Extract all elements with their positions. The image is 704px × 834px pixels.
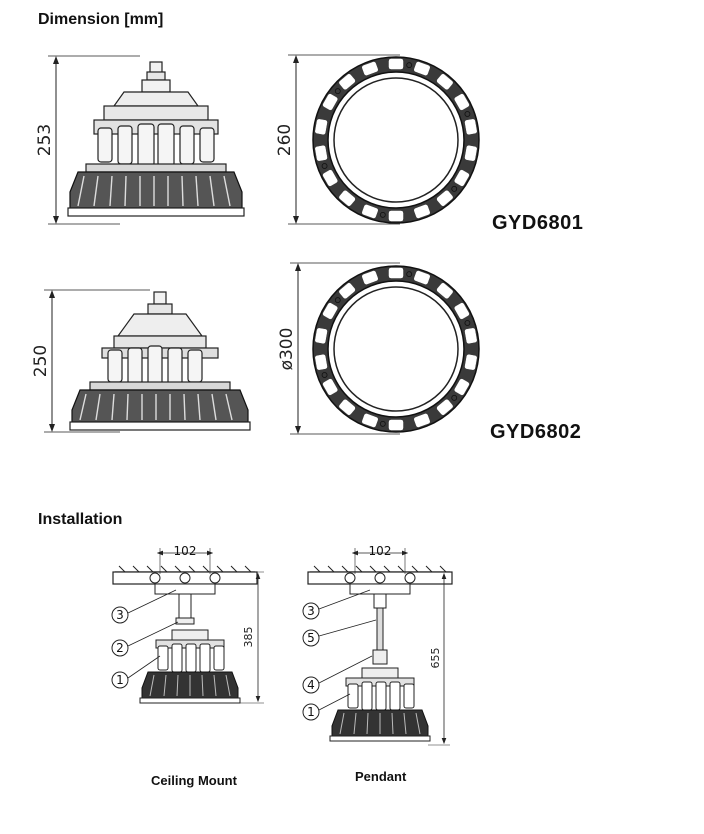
ceiling-mount-height-label: 385 [242,627,255,648]
gyd6802-height-dimension: 250 [31,289,150,433]
gyd6802-side-view [69,291,251,431]
svg-text:5: 5 [307,631,315,645]
svg-text:1: 1 [307,705,315,719]
ceiling-mount-caption: Ceiling Mount [151,773,237,788]
gyd6801-top-view [312,56,480,224]
model-name-gyd6801: GYD6801 [492,212,584,234]
gyd6802-top-view [312,265,480,433]
ceiling-mount-callout-3: 3 [111,589,177,624]
pendant-caption: Pendant [355,769,407,784]
gyd6801-width-dimension: 260 [275,54,400,225]
pendant-bracket-label: 102 [369,544,392,558]
pendant-drawing: 102 655 3 5 4 1 [302,544,453,746]
gyd6802-width-dimension: ø300 [277,262,400,435]
ceiling-mount-bracket-label: 102 [174,544,197,558]
ceiling-mount-drawing: 102 385 3 2 1 [111,544,264,704]
svg-text:3: 3 [307,604,315,618]
dimension-heading: Dimension [mm] [38,11,164,28]
svg-text:2: 2 [116,641,124,655]
gyd6801-height-dimension: 253 [35,55,140,225]
pendant-height-label: 655 [429,648,442,669]
svg-text:4: 4 [307,678,315,692]
ceiling-mount-callout-2: 2 [111,621,179,657]
gyd6802-height-label: 250 [31,345,51,377]
installation-heading: Installation [38,511,123,528]
pendant-callout-1: 1 [302,693,351,721]
gyd6801-height-label: 253 [35,124,55,156]
model-name-gyd6802: GYD6802 [490,421,582,443]
ceiling-mount-callout-1: 1 [111,655,161,689]
gyd6802-width-label: ø300 [277,328,297,371]
pendant-callout-4: 4 [302,655,373,694]
pendant-callout-3: 3 [302,589,371,620]
pendant-callout-5: 5 [302,619,377,647]
gyd6801-side-view [67,61,245,217]
gyd6801-width-label: 260 [275,124,295,156]
svg-text:1: 1 [116,673,124,687]
svg-text:3: 3 [116,608,124,622]
